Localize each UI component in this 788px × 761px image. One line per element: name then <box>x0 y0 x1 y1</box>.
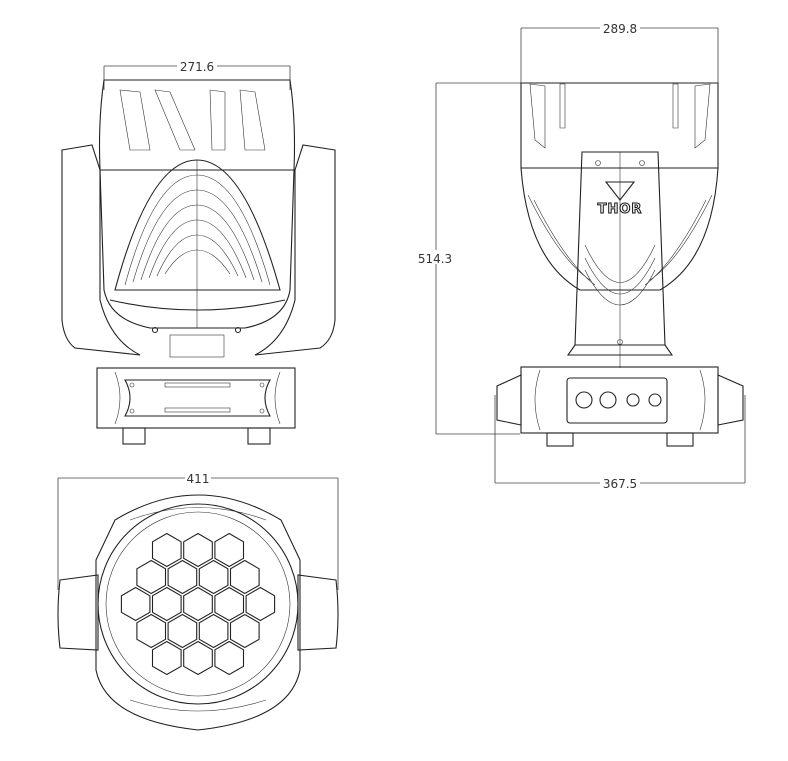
right-handle <box>297 574 339 651</box>
yoke-arms <box>61 144 336 358</box>
lens-hexagon <box>183 640 213 676</box>
dimension-height: 514.3 <box>416 82 620 435</box>
power-out-connector <box>599 391 617 409</box>
lens-hexagon <box>151 532 182 568</box>
lens-hexagon <box>167 559 198 595</box>
lens-hexagon <box>120 586 151 622</box>
dimension-top-width: 411 <box>57 470 339 590</box>
head-outline <box>95 494 301 731</box>
lens-hexagon <box>214 532 245 568</box>
logo-text: THOR <box>598 202 643 217</box>
dmx-in-connector <box>626 393 640 407</box>
lens-hexagon <box>245 586 276 622</box>
lens-grid <box>120 532 276 676</box>
front-lens-ring <box>97 503 299 705</box>
lens-hexagon <box>214 640 245 676</box>
front-width-label: 271.6 <box>180 60 214 74</box>
top-width-label: 411 <box>187 472 210 486</box>
dimension-head-width: 289.8 <box>520 20 719 85</box>
lens-hexagon <box>198 613 229 649</box>
lens-hexagon <box>183 532 213 568</box>
front-view: 271.6 <box>61 58 336 445</box>
head-width-label: 289.8 <box>603 22 637 36</box>
lens-hexagon <box>183 586 213 622</box>
side-arm: THOR <box>566 151 674 368</box>
lens-hexagon <box>198 559 229 595</box>
lens-hexagon <box>229 613 260 649</box>
lens-hexagon <box>136 559 167 595</box>
lens-hexagon <box>136 613 167 649</box>
side-base <box>496 366 744 447</box>
base-width-label: 367.5 <box>603 477 637 491</box>
lens-hexagon <box>214 586 245 622</box>
connector-panel <box>566 377 668 424</box>
left-handle <box>57 574 99 651</box>
lens-hexagon <box>151 586 182 622</box>
side-view: 289.8 514.3 367.5 <box>416 20 746 491</box>
height-label: 514.3 <box>418 252 452 266</box>
dimension-front-width: 271.6 <box>103 58 291 90</box>
dmx-out-connector <box>648 393 662 407</box>
top-view: 411 <box>57 470 339 731</box>
side-head <box>520 82 719 291</box>
thor-logo-icon <box>604 181 636 201</box>
dimension-base-width: 367.5 <box>494 395 746 491</box>
lens-hexagon <box>229 559 260 595</box>
power-in-connector <box>575 391 593 409</box>
moving-head <box>98 79 296 334</box>
lens-hexagon <box>151 640 182 676</box>
lens-hexagon <box>167 613 198 649</box>
front-base <box>96 367 296 445</box>
